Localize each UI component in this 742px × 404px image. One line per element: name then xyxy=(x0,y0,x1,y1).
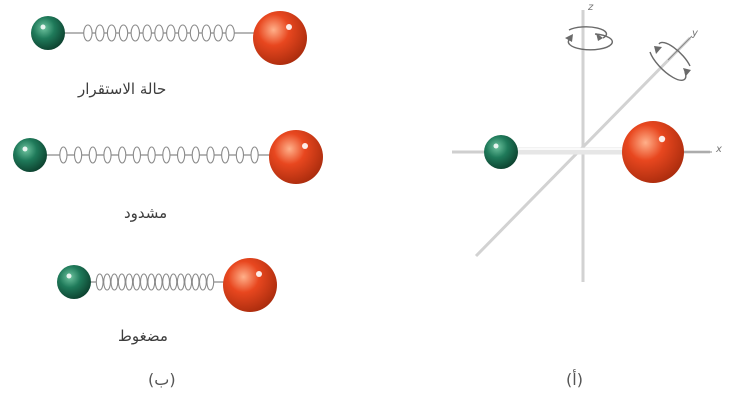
spring-coil xyxy=(59,146,68,164)
spring-coil xyxy=(83,24,93,42)
spring-coil xyxy=(191,146,200,164)
state-compressed xyxy=(57,258,277,312)
small-atom-compressed xyxy=(57,265,91,299)
spring-coil xyxy=(206,273,215,291)
spring-coil xyxy=(118,146,127,164)
spring-coil xyxy=(169,273,178,291)
spring-coil xyxy=(201,24,212,42)
spring-coil xyxy=(176,146,186,164)
spring-coil xyxy=(95,24,105,42)
axis-label-z: z xyxy=(588,2,594,13)
spring-coil xyxy=(162,146,171,164)
small-atom-stretched xyxy=(13,138,47,172)
spring-coil xyxy=(206,146,215,164)
spring-coil xyxy=(162,273,171,291)
rotation-arrow-z-icon xyxy=(565,26,614,51)
spring-compressed xyxy=(95,273,215,291)
spring-coil xyxy=(103,146,112,164)
spring-coil xyxy=(132,273,141,291)
spring-coil xyxy=(191,273,200,291)
spring-coil xyxy=(106,24,117,42)
spring-coil xyxy=(166,24,176,42)
state-rest xyxy=(31,11,307,65)
spring-coil xyxy=(118,24,129,42)
label-compressed: مضغوط xyxy=(118,327,168,345)
large-atom-3d xyxy=(622,121,684,183)
spring-coil xyxy=(88,146,97,164)
spring-coil xyxy=(142,24,152,42)
spring-rest xyxy=(83,24,235,42)
label-rest: حالة الاستقرار xyxy=(78,80,167,98)
spring-coil xyxy=(117,273,126,291)
spring-coil xyxy=(73,146,83,164)
spring-coil xyxy=(110,273,119,291)
spring-coil xyxy=(103,273,112,291)
caption-panel-a: (أ) xyxy=(566,370,583,389)
spring-coil xyxy=(154,273,163,291)
spring-coil xyxy=(130,24,141,42)
label-stretched: مشدود xyxy=(124,204,168,222)
axis-label-y: y xyxy=(692,28,698,39)
large-atom-rest xyxy=(253,11,307,65)
spring-coil xyxy=(125,273,134,291)
spring-coil xyxy=(147,146,156,164)
spring-coil xyxy=(147,273,156,291)
spring-coil xyxy=(213,24,223,42)
spring-coil xyxy=(95,273,104,291)
spring-coil xyxy=(221,146,230,164)
large-atom-compressed xyxy=(223,258,277,312)
spring-coil xyxy=(139,273,148,291)
spring-coil xyxy=(132,146,142,164)
small-atom-rest xyxy=(31,16,65,50)
spring-coil xyxy=(235,146,245,164)
spring-coil xyxy=(177,24,188,42)
axes-3d xyxy=(452,10,712,282)
spring-stretched xyxy=(59,146,259,164)
small-atom-3d xyxy=(484,135,518,169)
spring-coil xyxy=(198,273,207,291)
spring-coil xyxy=(225,24,235,42)
state-stretched xyxy=(13,130,323,184)
spring-coil xyxy=(176,273,185,291)
spring-coil xyxy=(189,24,200,42)
spring-coil xyxy=(184,273,193,291)
spring-coil xyxy=(250,146,259,164)
y-axis xyxy=(474,36,692,258)
axis-label-x: x xyxy=(716,144,722,155)
large-atom-stretched xyxy=(269,130,323,184)
rotation-arrow-y-icon xyxy=(649,41,691,81)
spring-coil xyxy=(154,24,164,42)
caption-panel-b: (ب) xyxy=(148,370,176,389)
